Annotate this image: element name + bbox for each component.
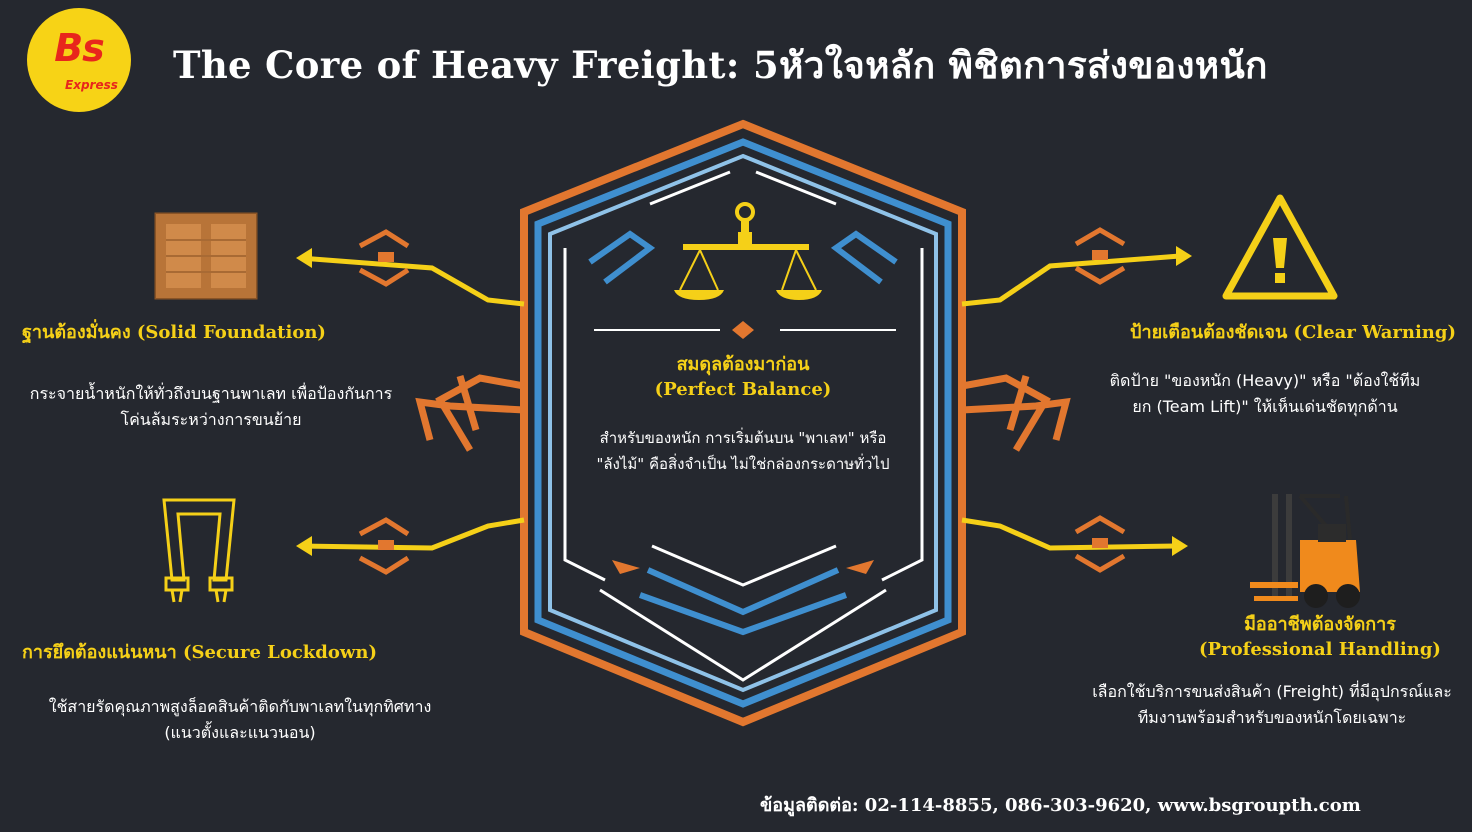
foundation-heading: ฐานต้องมั่นคง (Solid Foundation) xyxy=(22,322,326,343)
balance-heading-line-2: (Perfect Balance) xyxy=(654,379,832,400)
balance-heading-line-1: สมดุลต้องมาก่อน xyxy=(676,354,810,375)
strap-icon xyxy=(162,498,236,603)
central-hexagon xyxy=(520,119,966,727)
left-connectors xyxy=(296,229,525,575)
handling-body-line-2: ทีมงานพร้อมสำหรับของหนักโดยเฉพาะ xyxy=(1137,708,1407,727)
wooden-crate-icon xyxy=(154,212,258,300)
balance-body-line-1: สำหรับของหนัก การเริ่มต้นบน "พาเลท" หรือ xyxy=(599,429,887,447)
foundation-body-line-1: กระจายน้ำหนักให้ทั่วถึงบนฐานพาเลท เพื่อป… xyxy=(29,384,393,403)
lockdown-heading: การยึดต้องแน่นหนา (Secure Lockdown) xyxy=(22,642,377,663)
warning-heading: ป้ายเตือนต้องชัดเจน (Clear Warning) xyxy=(1130,322,1456,343)
handling-body-line-1: เลือกใช้บริการขนส่งสินค้า (Freight) ที่ม… xyxy=(1092,682,1452,701)
handling-heading-line-2: (Professional Handling) xyxy=(1199,639,1441,660)
warning-sign-icon xyxy=(1222,194,1338,300)
contact-info: ข้อมูลติดต่อ: 02-114-8855, 086-303-9620,… xyxy=(760,795,1361,816)
foundation-body-line-2: โค่นล้มระหว่างการขนย้าย xyxy=(120,410,302,429)
logo-subtext: Express xyxy=(65,78,118,92)
page-title: The Core of Heavy Freight: 5หัวใจหลัก พิ… xyxy=(173,43,1268,87)
balance-body-line-2: "ลังไม้" คือสิ่งจำเป็น ไม่ใช่กล่องกระดาษ… xyxy=(596,455,890,473)
brand-logo: Bs Express xyxy=(27,8,131,112)
lockdown-body-line-2: (แนวตั้งและแนวนอน) xyxy=(164,723,316,742)
warning-body-line-1: ติดป้าย "ของหนัก (Heavy)" หรือ "ต้องใช้ท… xyxy=(1109,371,1421,390)
balance-scale-icon xyxy=(674,202,822,300)
right-connectors xyxy=(961,227,1192,573)
lockdown-body-line-1: ใช้สายรัดคุณภาพสูงล็อคสินค้าติดกับพาเลทใ… xyxy=(48,697,432,716)
handling-heading-line-1: มืออาชีพต้องจัดการ xyxy=(1244,614,1396,635)
logo-text: Bs xyxy=(54,26,105,70)
forklift-icon xyxy=(1250,494,1360,608)
warning-body-line-2: ยก (Team Lift)" ให้เห็นเด่นชัดทุกด้าน xyxy=(1132,397,1398,416)
